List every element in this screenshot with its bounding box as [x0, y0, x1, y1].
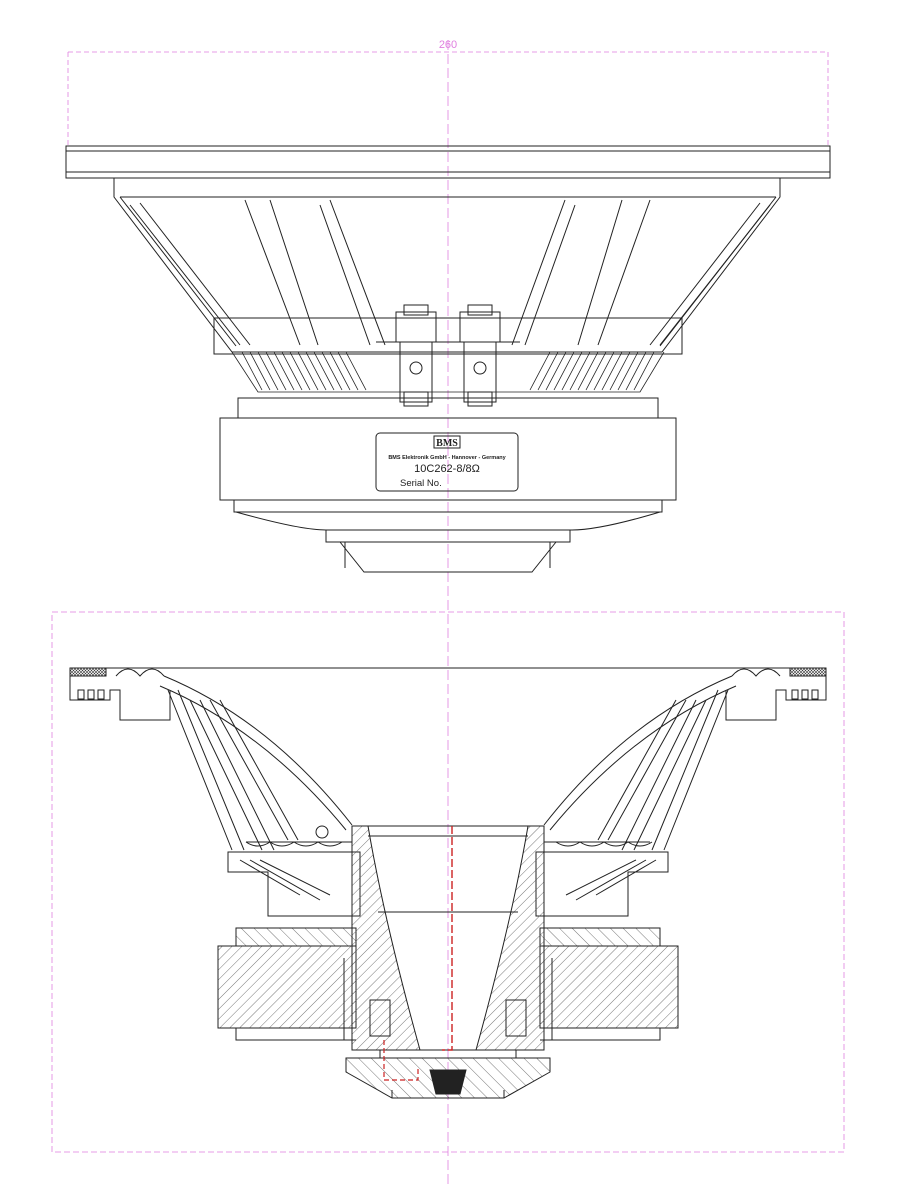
- spider-right: [555, 841, 653, 847]
- side-view: 260: [65, 39, 831, 1184]
- magnet-body: [219, 417, 677, 501]
- gasket-right: [789, 667, 827, 677]
- dimension-260: [67, 51, 829, 146]
- cross-section-view: [51, 611, 845, 1153]
- magnet-left: [217, 945, 357, 1029]
- phase-plug-right: [475, 825, 545, 1051]
- cone-left: [163, 675, 353, 826]
- brand-logo: BMS: [436, 438, 458, 449]
- company-text: BMS Elektronik GmbH - Hannover - Germany: [388, 455, 506, 461]
- model-text: 10C262-8/8Ω: [414, 463, 480, 475]
- surround-left: [115, 668, 165, 677]
- basket-spoke: [577, 199, 651, 346]
- speaker-terminals: [376, 304, 520, 407]
- horn-path: [442, 826, 453, 1051]
- basket-spoke: [511, 199, 576, 346]
- gasket-left: [69, 667, 107, 677]
- basket-outline: [113, 177, 781, 353]
- surround-right: [731, 668, 781, 677]
- cone-right: [543, 675, 733, 826]
- magnet-right: [539, 945, 679, 1029]
- phase-plug-left: [351, 825, 421, 1051]
- basket-spoke: [244, 199, 319, 346]
- section-frame: [51, 611, 845, 1153]
- spider-left: [245, 841, 343, 847]
- cooling-fins: [231, 351, 665, 393]
- product-label: [375, 432, 519, 492]
- serial-label: Serial No.: [400, 478, 442, 489]
- basket-spoke: [319, 199, 386, 346]
